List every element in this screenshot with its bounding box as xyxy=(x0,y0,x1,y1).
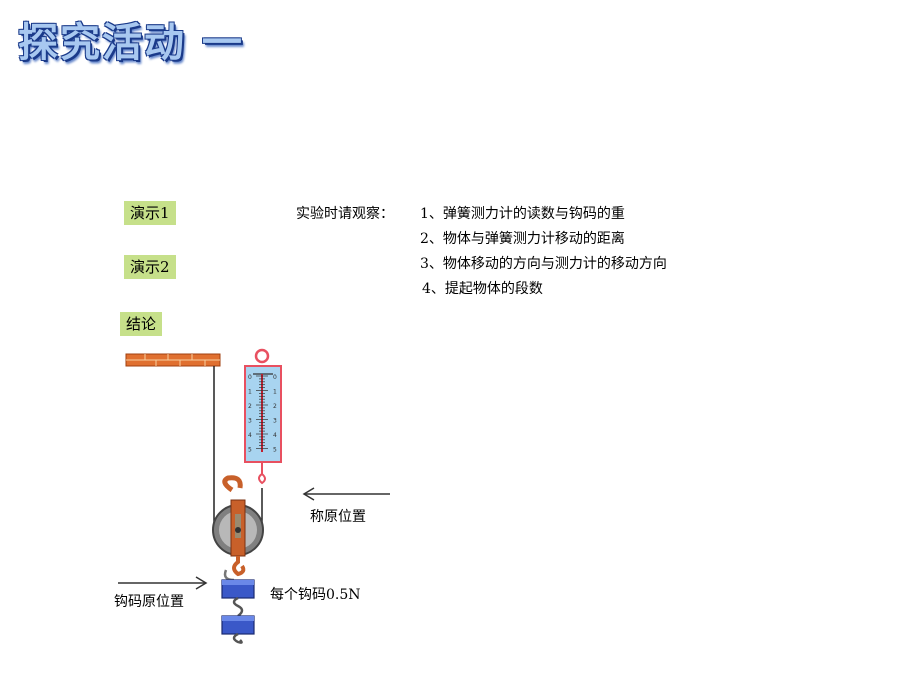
hook-weights xyxy=(221,579,255,644)
scale-tick-label: 4 xyxy=(273,432,277,439)
observe-item-1: 1、弹簧测力计的读数与钩码的重 xyxy=(420,206,625,222)
observe-item-4: 4、提起物体的段数 xyxy=(422,281,543,297)
weight-each-label: 每个钩码0.5N xyxy=(270,587,361,603)
scale-origin-label: 称原位置 xyxy=(310,509,366,525)
scale-tick-label: 5 xyxy=(273,447,277,454)
page-title: 探究活动 一 xyxy=(18,20,244,66)
observe-lead: 实验时请观察： xyxy=(296,206,394,222)
spring-scale: 0 0 1 1 2 2 3 3 4 4 5 5 xyxy=(244,348,282,485)
observe-item-3: 3、物体移动的方向与测力计的移动方向 xyxy=(420,256,667,272)
movable-pulley xyxy=(212,475,264,582)
observe-item-2: 2、物体与弹簧测力计移动的距离 xyxy=(420,231,625,247)
scale-tick-label: 5 xyxy=(248,447,252,454)
ceiling-beam xyxy=(125,353,221,367)
scale-tick-label: 3 xyxy=(273,418,277,425)
scale-tick-label: 0 xyxy=(273,374,277,381)
scale-tick-label: 2 xyxy=(273,403,277,410)
scale-tick-label: 4 xyxy=(248,432,252,439)
scale-tick-label: 2 xyxy=(248,403,252,410)
scale-tick-label: 1 xyxy=(248,389,252,396)
demo2-button[interactable]: 演示2 xyxy=(124,255,176,279)
scale-tick-label: 3 xyxy=(248,418,252,425)
scale-tick-label: 1 xyxy=(273,389,277,396)
hook-origin-label: 钩码原位置 xyxy=(114,594,184,610)
hook-origin-arrow xyxy=(118,576,208,590)
demo1-button[interactable]: 演示1 xyxy=(124,201,176,225)
conclusion-button[interactable]: 结论 xyxy=(120,312,163,336)
scale-tick-label: 0 xyxy=(248,374,252,381)
scale-origin-arrow xyxy=(302,487,390,501)
